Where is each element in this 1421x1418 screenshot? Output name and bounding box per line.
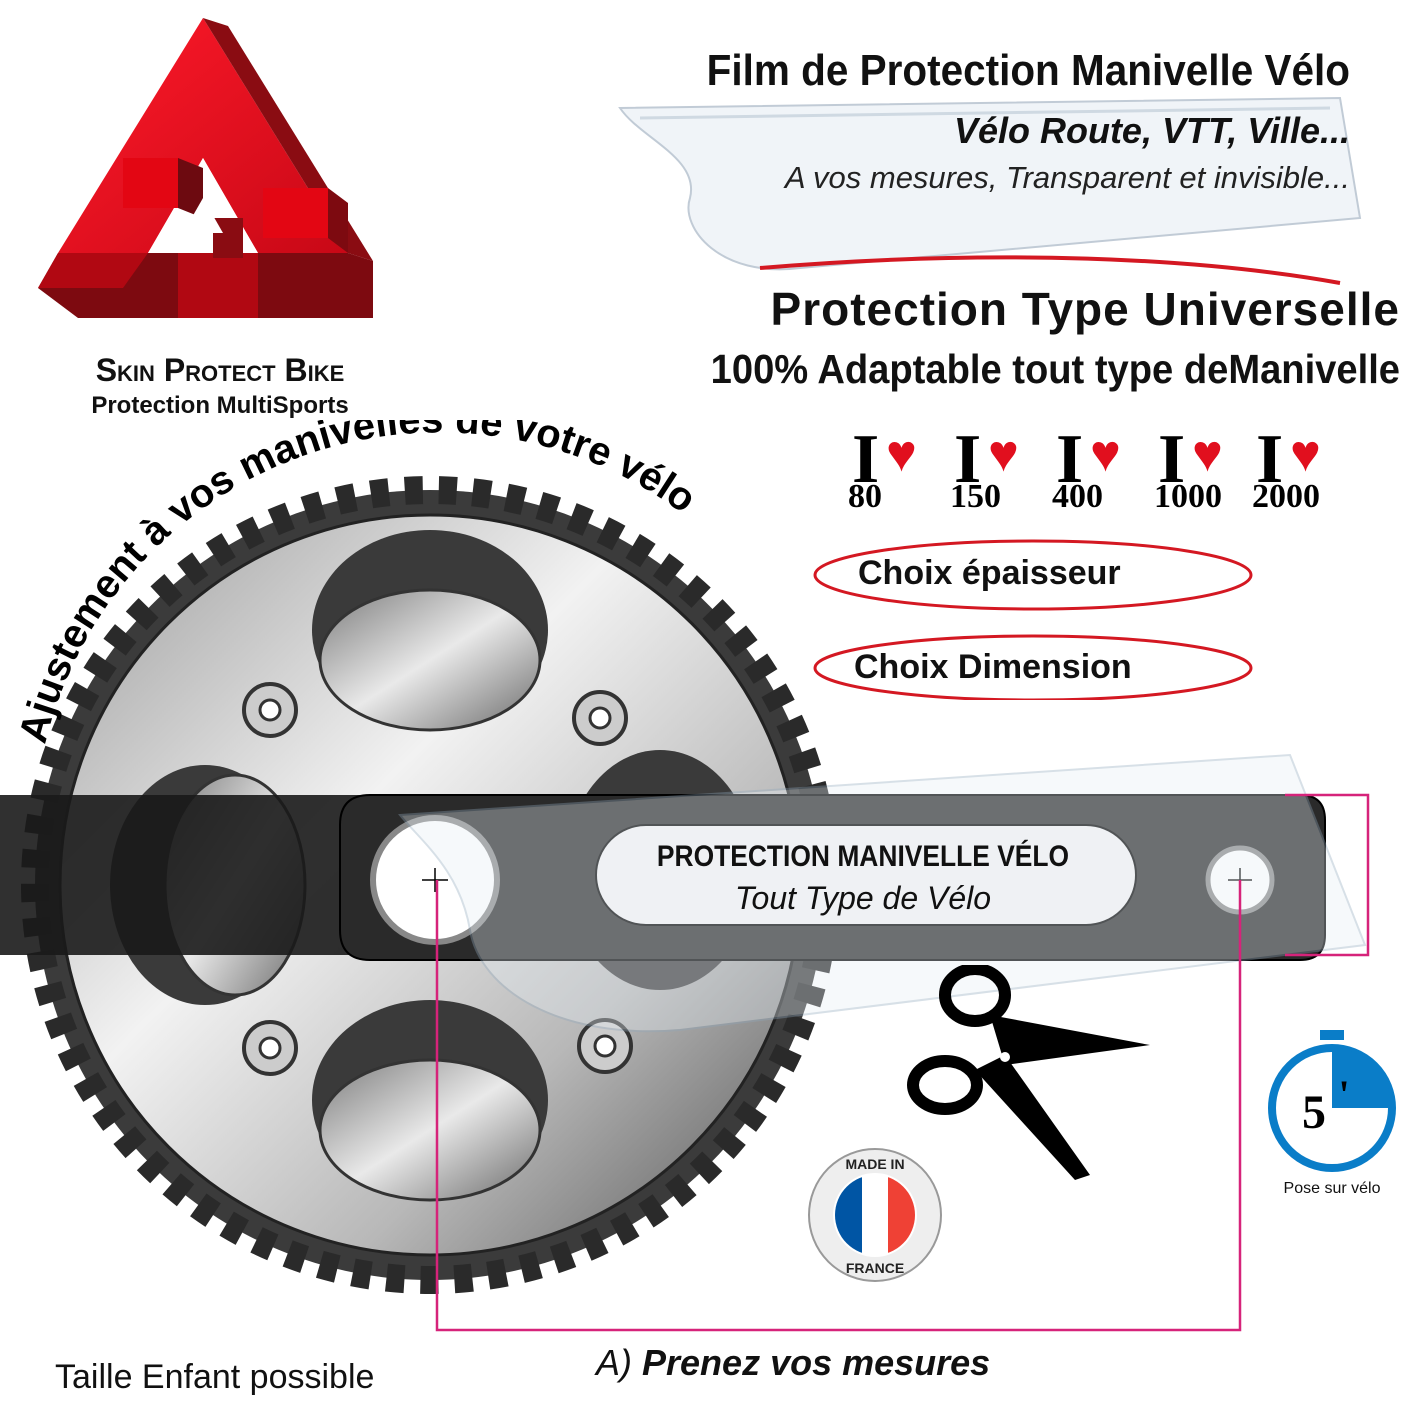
timer-caption: Pose sur vélo [1283, 1180, 1381, 1197]
heart-icon: ♥ [1090, 425, 1121, 483]
arc-text: Ajustement à vos manivelles de votre vél… [11, 420, 704, 747]
heart-icon: ♥ [988, 425, 1019, 483]
choice-dimension-button[interactable]: Choix Dimension [854, 648, 1132, 686]
crank-plate-title: PROTECTION MANIVELLE VÉLO [656, 840, 1070, 873]
thickness-letter: I [954, 421, 982, 498]
heart-icon: ♥ [1192, 425, 1223, 483]
thickness-option[interactable]: I ♥ 150 [950, 420, 1045, 520]
heart-icon: ♥ [886, 425, 917, 483]
stopwatch-icon: 5 ' [1268, 1030, 1396, 1172]
universal-subheading: 100% Adaptable tout type deManivelle [710, 346, 1400, 392]
measure-step: A) Prenez vos mesures [596, 1342, 990, 1384]
choice-thickness-button[interactable]: Choix épaisseur [858, 554, 1121, 592]
scissors-icon [907, 965, 1150, 1180]
crankset-illustration [0, 476, 1370, 1332]
badge-bottom-text: FRANCE [846, 1260, 904, 1276]
step-text: Prenez vos mesures [642, 1342, 991, 1383]
thickness-letter: I [852, 421, 880, 498]
child-size-note: Taille Enfant possible [55, 1358, 375, 1396]
thickness-value: 2000 [1252, 478, 1320, 515]
thickness-option[interactable]: I ♥ 400 [1052, 420, 1147, 520]
heart-icon: ♥ [1290, 425, 1321, 483]
choice-ovals [813, 539, 1253, 700]
step-prefix: A) [596, 1342, 632, 1383]
brand-tagline: Protection MultiSports [91, 392, 349, 419]
thickness-option[interactable]: I ♥ 1000 [1154, 420, 1249, 520]
page-title: Film de Protection Manivelle Vélo [706, 46, 1350, 95]
thickness-option[interactable]: I ♥ 2000 [1252, 420, 1347, 520]
page-tagline: A vos mesures, Transparent et invisible.… [784, 160, 1350, 195]
timer-value: 5 [1302, 1086, 1326, 1139]
brand-name: Skin Protect Bike [95, 352, 345, 388]
thickness-value: 400 [1052, 478, 1103, 515]
thickness-value: 150 [950, 478, 1001, 515]
thickness-value: 80 [848, 478, 882, 515]
made-in-france-badge: MADE IN FRANCE [808, 1148, 942, 1282]
thickness-value: 1000 [1154, 478, 1222, 515]
universal-heading: Protection Type Universelle [770, 283, 1400, 335]
thickness-options: I ♥ 80 I ♥ 150 I ♥ 400 I ♥ 1000 I ♥ 2000 [848, 420, 1348, 520]
arc-text-label: Ajustement à vos manivelles de votre vél… [11, 420, 704, 747]
thickness-letter: I [1158, 421, 1186, 498]
page-subtitle: Vélo Route, VTT, Ville... [953, 110, 1350, 151]
thickness-letter: I [1056, 421, 1084, 498]
thickness-option[interactable]: I ♥ 80 [848, 420, 943, 520]
svg-text:Ajustement à vos manivelles de: Ajustement à vos manivelles de votre vél… [11, 420, 704, 747]
thickness-letter: I [1256, 421, 1284, 498]
brand-logo [38, 18, 373, 318]
film-illustration [618, 96, 1362, 285]
timer-unit: ' [1338, 1072, 1349, 1117]
crank-plate-subtitle: Tout Type de Vélo [734, 880, 992, 916]
badge-top-text: MADE IN [845, 1156, 904, 1172]
